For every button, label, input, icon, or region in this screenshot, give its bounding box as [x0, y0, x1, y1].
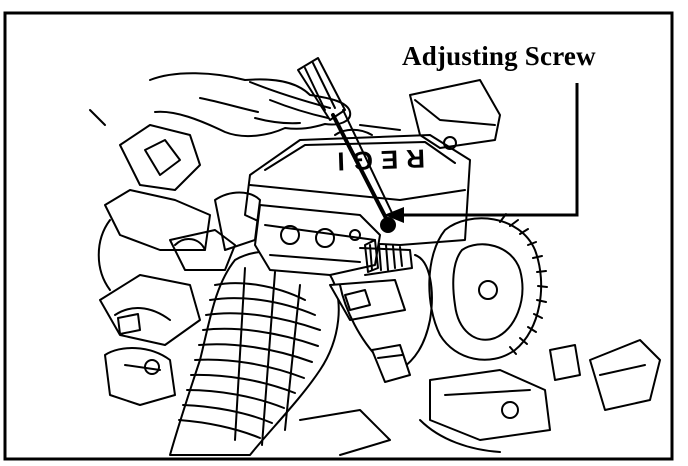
- alternator-pulley: [428, 213, 548, 361]
- callout-leader: [384, 83, 579, 223]
- lower-right-components: [299, 339, 661, 456]
- adjusting-screw: [329, 217, 433, 383]
- figure-frame: [3, 11, 674, 461]
- arrowhead-icon: [384, 207, 404, 223]
- left-components: [89, 109, 261, 406]
- callout-label: Adjusting Screw: [402, 41, 596, 71]
- throttle-body: [254, 204, 381, 276]
- engraved-text: REGI: [329, 144, 426, 177]
- intake-hose: [169, 250, 340, 456]
- screwdriver: [297, 57, 394, 224]
- hand: [149, 72, 352, 138]
